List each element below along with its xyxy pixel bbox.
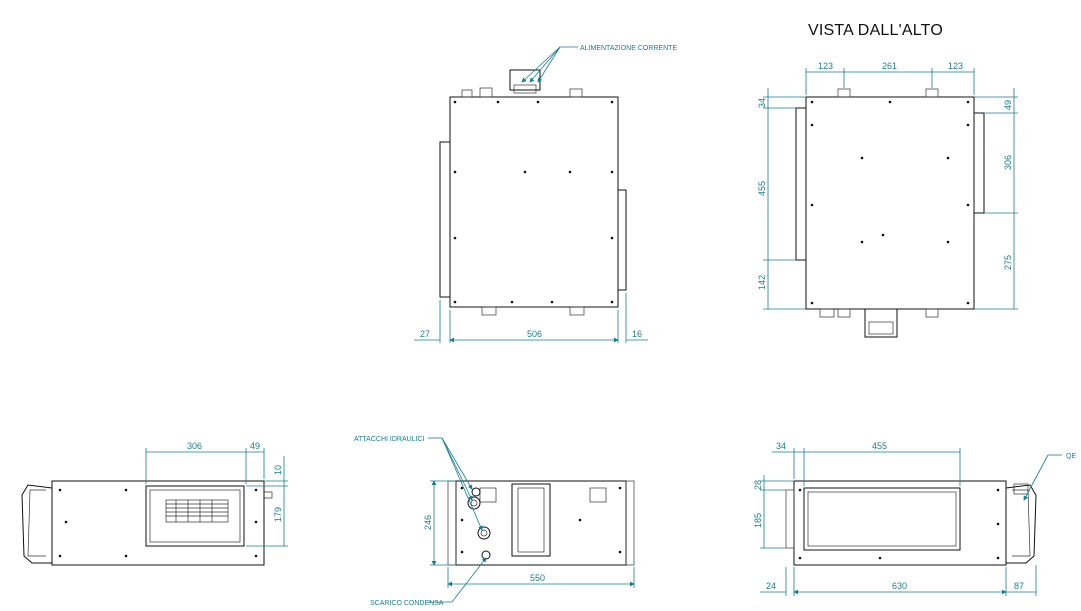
dim-v2-left-b: 455 [757, 181, 767, 196]
dim-v3-top: 10 [273, 465, 283, 475]
dim-v5-bottom-c: 87 [1014, 581, 1024, 591]
dim-v5-left-a: 28 [753, 480, 763, 490]
dim-v3-offset: 49 [250, 441, 260, 451]
dim-v2-top-b: 261 [882, 61, 897, 71]
control-box [511, 483, 551, 557]
dim-v5-bottom-a: 24 [766, 581, 776, 591]
dim-v4-width: 550 [530, 573, 545, 583]
view-front-left: 306 49 10 179 [21, 441, 288, 566]
dim-v2-right-b: 306 [1003, 155, 1013, 170]
dim-v2-left-c: 142 [757, 275, 767, 290]
dim-v5-top-b: 455 [872, 441, 887, 451]
dim-v1-left: 27 [420, 329, 430, 339]
dim-v2-right-a: 49 [1003, 100, 1013, 110]
view-side-middle: ATTACCHI IDRAULICI SCARICO CONDENSA 246 … [354, 436, 635, 607]
view-front-right: QE 34 455 28 185 24 630 87 [753, 441, 1076, 596]
motor-box [864, 308, 898, 338]
label-qe: QE [1066, 453, 1076, 460]
dim-v5-top-a: 34 [776, 441, 786, 451]
label-hydraulic-connections: ATTACCHI IDRAULICI [354, 436, 425, 443]
view-plan-top: 123 261 123 34 455 142 49 306 275 [757, 61, 1018, 338]
dim-v4-height: 246 [423, 515, 433, 530]
label-power-supply: ALIMENTAZIONE CORRENTE [580, 45, 677, 52]
view-plan-left: ALIMENTAZIONE CORRENTE 27 506 16 [414, 45, 677, 343]
dim-v2-right-c: 275 [1003, 255, 1013, 270]
label-condensate-drain: SCARICO CONDENSA [370, 600, 444, 607]
dim-v2-top-a: 123 [818, 61, 833, 71]
power-box [509, 69, 541, 91]
dim-v3-height: 179 [273, 507, 283, 522]
dim-v5-left-b: 185 [753, 513, 763, 528]
dim-v3-width: 306 [187, 441, 202, 451]
dim-v5-bottom-b: 630 [892, 581, 907, 591]
view-title: VISTA DALL'ALTO [808, 22, 943, 39]
dim-v1-width: 506 [527, 329, 542, 339]
dim-v1-right: 16 [632, 329, 642, 339]
dim-v2-top-c: 123 [948, 61, 963, 71]
dim-v2-left-a: 34 [757, 98, 767, 108]
